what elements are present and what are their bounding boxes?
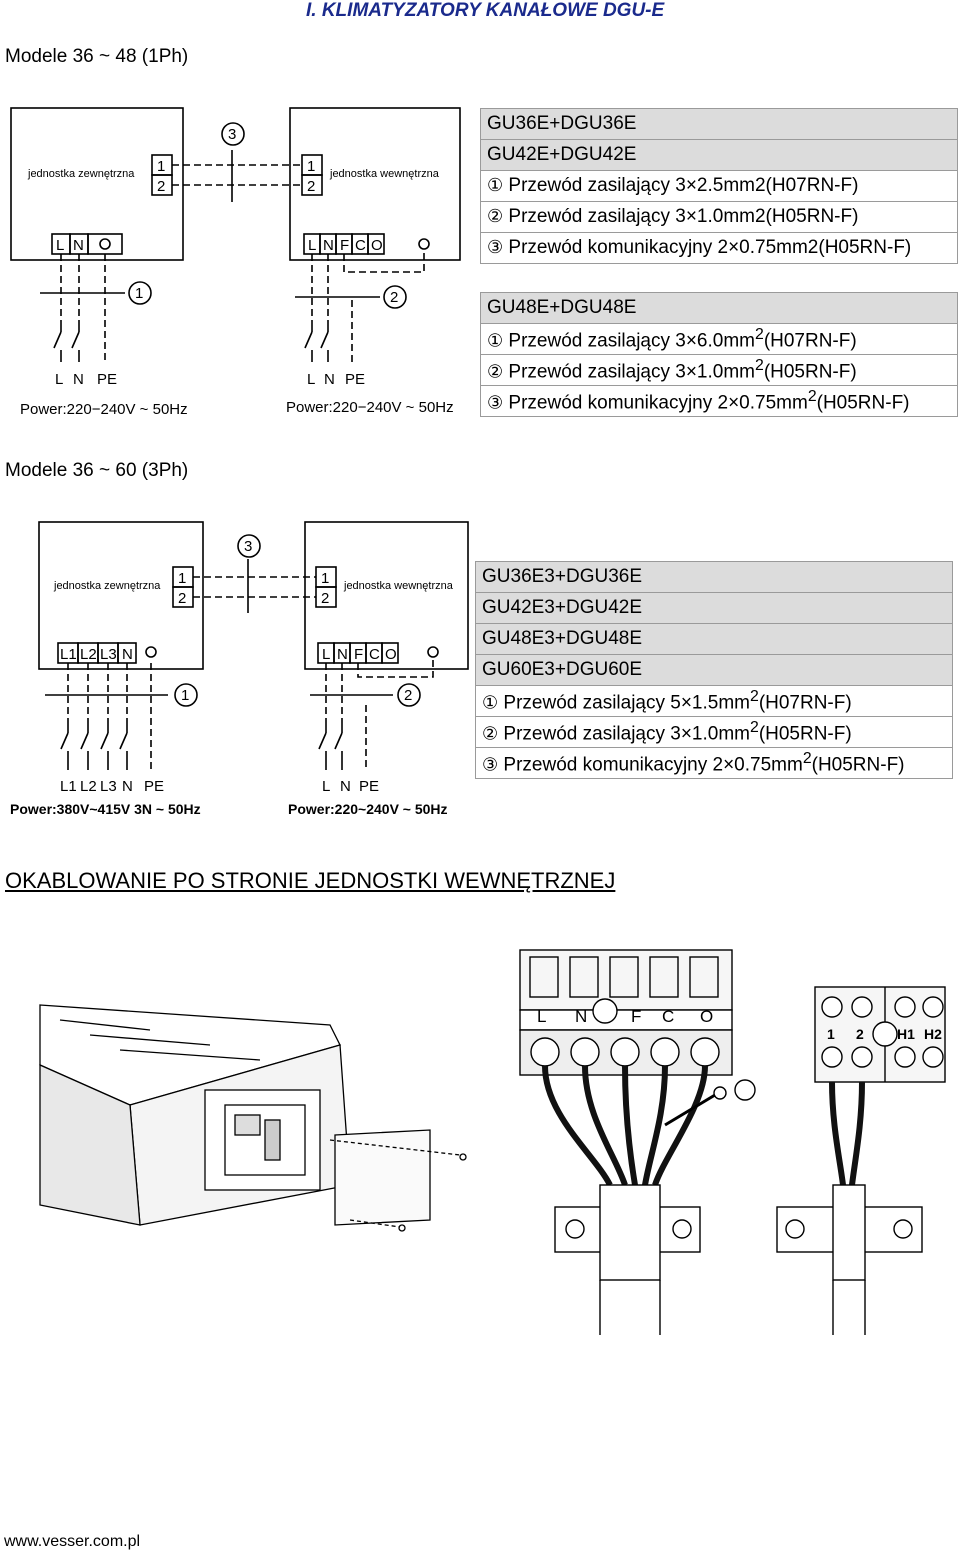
terminal-label: L bbox=[322, 646, 330, 663]
header-title: I. KLIMATYZATORY KANAŁOWE DGU-E bbox=[306, 0, 665, 21]
marker-3: 3 bbox=[228, 126, 236, 143]
spec-table-1ph-a: GU36E+DGU36E GU42E+DGU42E ① Przewód zasi… bbox=[480, 108, 958, 264]
table-row: ③ Przewód komunikacyjny 2×0.75mm2(H05RN-… bbox=[480, 385, 958, 417]
comm-terminal-1: 1 bbox=[157, 158, 165, 175]
marker-2: 2 bbox=[390, 289, 398, 306]
table-row: GU36E+DGU36E bbox=[480, 108, 958, 140]
terminal-label: 1 bbox=[827, 1026, 835, 1042]
terminal-label: L bbox=[537, 1007, 546, 1026]
terminal-block-illustration: L N F C O 1 2 H1 H2 bbox=[519, 949, 946, 1335]
terminal-label: H1 bbox=[897, 1026, 915, 1042]
power-spec-outdoor: Power:220−240V ~ 50Hz bbox=[20, 401, 188, 418]
terminal-label: N bbox=[575, 1007, 587, 1026]
marker-3: 3 bbox=[244, 538, 252, 555]
terminal-label: L2 bbox=[80, 646, 97, 663]
supply-label: PE bbox=[144, 778, 164, 795]
comm-terminal-2: 2 bbox=[321, 590, 329, 607]
table-row: ② Przewód zasilający 3×1.0mm2(H05RN-F) bbox=[480, 354, 958, 386]
terminal-label: F bbox=[354, 646, 363, 663]
terminal-label: L3 bbox=[100, 646, 117, 663]
table-row: ① Przewód zasilający 3×6.0mm2(H07RN-F) bbox=[480, 323, 958, 355]
outdoor-unit-box bbox=[10, 107, 184, 261]
terminal-label: N bbox=[323, 237, 334, 254]
table-row: GU36E3+DGU36E bbox=[475, 561, 953, 593]
table-row: GU48E+DGU48E bbox=[480, 292, 958, 324]
supply-label: L bbox=[55, 371, 63, 388]
terminal-label: N bbox=[122, 646, 133, 663]
supply-label: N bbox=[73, 371, 84, 388]
power-spec-indoor: Power:220~240V ~ 50Hz bbox=[288, 801, 448, 817]
section-title-1ph: Modele 36 ~ 48 (1Ph) bbox=[5, 46, 189, 67]
terminal-label: F bbox=[340, 237, 349, 254]
marker-1: 1 bbox=[135, 285, 143, 302]
supply-label: L bbox=[322, 778, 330, 795]
indoor-unit-box bbox=[289, 107, 461, 261]
table-row: ② Przewód zasilający 3×1.0mm2(H05RN-F) bbox=[475, 716, 953, 748]
terminal-label: 2 bbox=[856, 1026, 864, 1042]
comm-terminal-2: 2 bbox=[178, 590, 186, 607]
terminal-label: L bbox=[308, 237, 316, 254]
terminal-label: C bbox=[355, 237, 366, 254]
terminal-label: F bbox=[631, 1007, 641, 1026]
comm-terminal-1: 1 bbox=[321, 570, 329, 587]
table-row: GU42E3+DGU42E bbox=[475, 592, 953, 624]
indoor-unit-illustration bbox=[39, 1004, 467, 1232]
terminal-label: O bbox=[700, 1007, 713, 1026]
table-row: ③ Przewód komunikacyjny 2×0.75mm2(H05RN-… bbox=[480, 232, 958, 264]
power-spec-indoor: Power:220−240V ~ 50Hz bbox=[286, 399, 454, 416]
spec-table-1ph-b: GU48E+DGU48E ① Przewód zasilający 3×6.0m… bbox=[480, 292, 958, 417]
spec-table-3ph: GU36E3+DGU36E GU42E3+DGU42E GU48E3+DGU48… bbox=[475, 561, 953, 779]
table-row: ① Przewód zasilający 3×2.5mm2(H07RN-F) bbox=[480, 170, 958, 202]
supply-label: N bbox=[122, 778, 133, 795]
marker-1: 1 bbox=[181, 687, 189, 704]
table-row: GU60E3+DGU60E bbox=[475, 654, 953, 686]
outdoor-unit-box bbox=[38, 521, 204, 670]
terminal-label: N bbox=[337, 646, 348, 663]
wiring-diagram-1ph: jednostka zewnętrzna jednostka wewnętrzn… bbox=[10, 107, 461, 418]
terminal-label: C bbox=[662, 1007, 674, 1026]
indoor-unit-box bbox=[304, 521, 469, 670]
terminal-label: O bbox=[371, 237, 383, 254]
supply-label: N bbox=[324, 371, 335, 388]
outdoor-unit-label: jednostka zewnętrzna bbox=[53, 580, 161, 592]
table-row: ② Przewód zasilający 3×1.0mm2(H05RN-F) bbox=[480, 201, 958, 233]
wiring-diagram-3ph: jednostka zewnętrzna jednostka wewnętrzn… bbox=[10, 521, 469, 817]
section-title-3ph: Modele 36 ~ 60 (3Ph) bbox=[5, 460, 189, 481]
supply-label: PE bbox=[97, 371, 117, 388]
terminal-label: H2 bbox=[924, 1026, 942, 1042]
comm-terminal-2: 2 bbox=[307, 178, 315, 195]
terminal-label: O bbox=[385, 646, 397, 663]
indoor-wiring-heading: OKABLOWANIE PO STRONIE JEDNOSTKI WEWNĘTR… bbox=[5, 868, 616, 893]
table-row: ① Przewód zasilający 5×1.5mm2(H07RN-F) bbox=[475, 685, 953, 717]
supply-label: L3 bbox=[100, 778, 117, 795]
supply-label: L1 bbox=[60, 778, 77, 795]
table-row: ③ Przewód komunikacyjny 2×0.75mm2(H05RN-… bbox=[475, 747, 953, 779]
footer-url: www.vesser.com.pl bbox=[4, 1533, 141, 1550]
terminal-label: C bbox=[369, 646, 380, 663]
outdoor-unit-label: jednostka zewnętrzna bbox=[27, 168, 135, 180]
comm-terminal-1: 1 bbox=[307, 158, 315, 175]
terminal-label: L bbox=[56, 237, 64, 254]
supply-label: L bbox=[307, 371, 315, 388]
supply-label: L2 bbox=[80, 778, 97, 795]
marker-2: 2 bbox=[404, 687, 412, 704]
comm-terminal-1: 1 bbox=[178, 570, 186, 587]
indoor-unit-label: jednostka wewnętrzna bbox=[343, 580, 454, 592]
supply-label: PE bbox=[345, 371, 365, 388]
power-spec-outdoor: Power:380V~415V 3N ~ 50Hz bbox=[10, 801, 201, 817]
supply-label: PE bbox=[359, 778, 379, 795]
indoor-unit-label: jednostka wewnętrzna bbox=[329, 168, 440, 180]
supply-label: N bbox=[340, 778, 351, 795]
table-row: GU42E+DGU42E bbox=[480, 139, 958, 171]
terminal-label: N bbox=[73, 237, 84, 254]
table-row: GU48E3+DGU48E bbox=[475, 623, 953, 655]
terminal-label: L1 bbox=[60, 646, 77, 663]
comm-terminal-2: 2 bbox=[157, 178, 165, 195]
